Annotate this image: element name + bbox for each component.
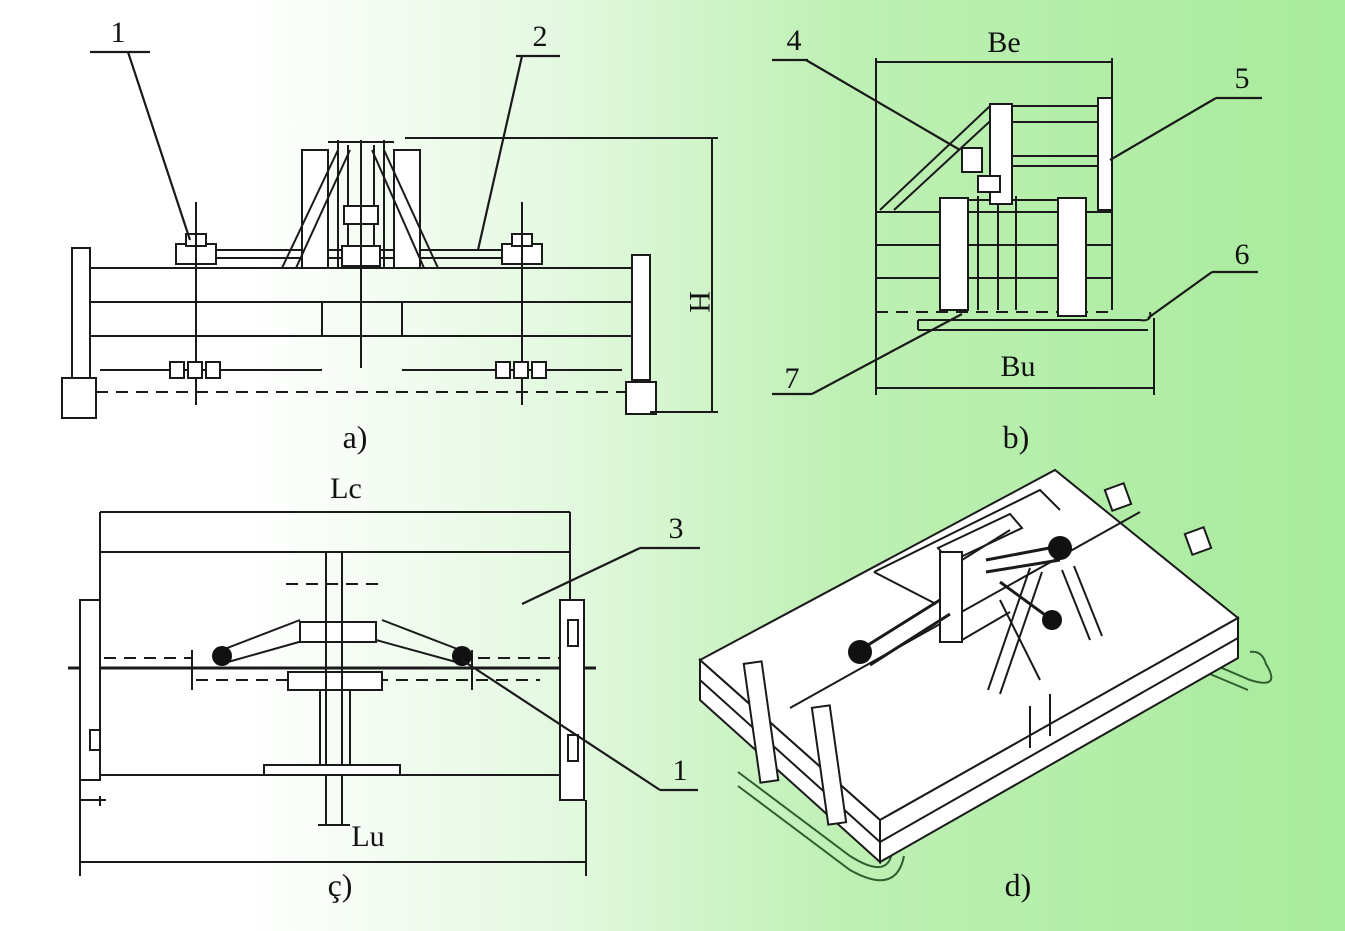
- view-b-side: Be Bu 4: [772, 24, 1262, 455]
- callout-5: 5: [1235, 62, 1250, 95]
- caption-b: b): [1003, 419, 1030, 455]
- dimension-lc-label: Lc: [330, 472, 362, 505]
- callout-7: 7: [785, 362, 800, 395]
- caption-c: ç): [328, 867, 353, 903]
- view-c-top: Lc Lu: [68, 472, 700, 903]
- caption-d: d): [1005, 867, 1032, 903]
- callout-1-top: 1: [111, 16, 126, 49]
- callout-4: 4: [787, 24, 802, 57]
- callout-3: 3: [669, 512, 684, 545]
- view-a-front: H 1 2 a): [61, 16, 718, 455]
- view-d-isometric: d): [698, 468, 1273, 903]
- dimension-lu-label: Lu: [351, 820, 384, 853]
- dimension-h-label: H: [683, 291, 716, 313]
- dimension-bu-label: Bu: [1000, 350, 1035, 383]
- callout-6: 6: [1235, 238, 1250, 271]
- caption-a: a): [343, 419, 368, 455]
- callout-1-bottom: 1: [673, 754, 688, 787]
- callout-2: 2: [533, 20, 548, 53]
- dimension-be-label: Be: [987, 26, 1020, 59]
